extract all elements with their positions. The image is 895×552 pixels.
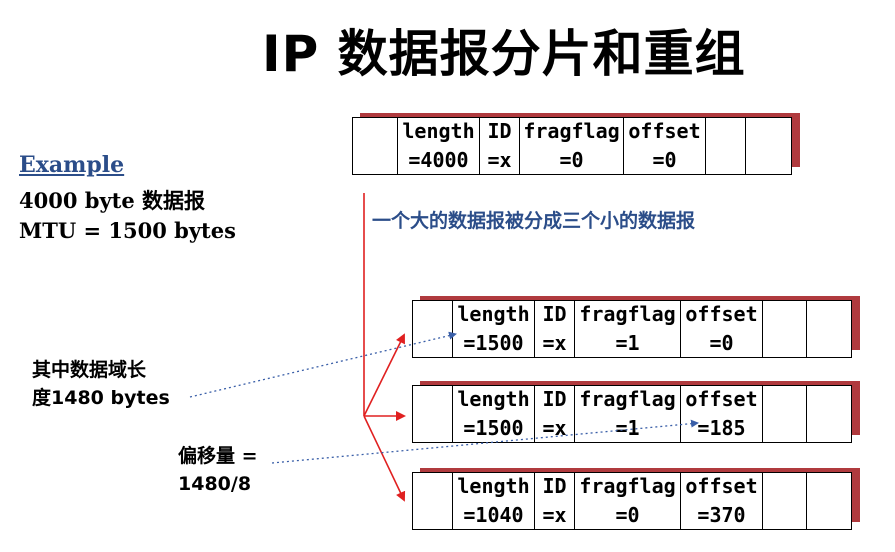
length-field: length =1500: [453, 301, 535, 357]
split-arrow-3: [363, 415, 406, 502]
id-value: =x: [542, 331, 567, 355]
offset-field: offset =370: [681, 473, 763, 529]
fragflag-value: =1: [615, 331, 640, 355]
offset-label: offset: [628, 119, 701, 143]
data-field-pointer: [189, 331, 457, 398]
fragflag-value: =0: [615, 503, 640, 527]
offset-value: =370: [697, 503, 746, 527]
fragmentation-note: 一个大的数据报被分成三个小的数据报: [372, 210, 696, 232]
packet-blank-cell: [413, 473, 453, 529]
packet-blank-cell: [763, 301, 807, 357]
packet-header: length =4000 ID =x fragflag =0 offset =0: [352, 117, 792, 175]
data-field-annotation-line2: 度1480 bytes: [32, 387, 170, 409]
fragflag-label: fragflag: [579, 302, 676, 326]
example-mtu: MTU = 1500 bytes: [19, 218, 236, 243]
data-field-annotation-line1: 其中数据域长: [32, 359, 147, 381]
fragment-packet-2: length =1500 ID =x fragflag =1 offset =1…: [412, 381, 860, 447]
packet-blank-cell: [413, 301, 453, 357]
id-field: ID =x: [480, 118, 520, 174]
offset-value: =185: [697, 416, 746, 440]
fragment-packet-3: length =1040 ID =x fragflag =0 offset =3…: [412, 468, 860, 534]
packet-blank-cell: [763, 473, 807, 529]
length-value: =1500: [463, 331, 524, 355]
fragment-packet-1: length =1500 ID =x fragflag =1 offset =0: [412, 296, 860, 362]
length-value: =1040: [463, 503, 524, 527]
offset-annotation-line1: 偏移量 =: [178, 445, 258, 467]
offset-field: offset =0: [681, 301, 763, 357]
length-field: length =4000: [398, 118, 480, 174]
example-heading: Example: [19, 152, 125, 178]
packet-divider: [745, 117, 746, 175]
packet-header: length =1500 ID =x fragflag =1 offset =0: [412, 300, 852, 358]
length-label: length: [457, 302, 530, 326]
length-value: =4000: [408, 148, 469, 172]
fragflag-value: =0: [559, 148, 584, 172]
length-field: length =1040: [453, 473, 535, 529]
offset-value: =0: [652, 148, 677, 172]
packet-header: length =1500 ID =x fragflag =1 offset =1…: [412, 385, 852, 443]
fragflag-label: fragflag: [523, 119, 620, 143]
data-field-annotation: 其中数据域长 度1480 bytes: [32, 356, 170, 412]
offset-label: offset: [685, 474, 758, 498]
packet-blank-cell: [413, 386, 453, 442]
offset-annotation: 偏移量 = 1480/8: [178, 442, 258, 498]
length-label: length: [457, 474, 530, 498]
fragflag-label: fragflag: [579, 474, 676, 498]
packet-blank-cell: [763, 386, 807, 442]
id-label: ID: [542, 302, 567, 326]
offset-field: offset =0: [624, 118, 706, 174]
split-arrow-1: [363, 333, 405, 417]
fragflag-field: fragflag =0: [575, 473, 681, 529]
length-label: length: [457, 387, 530, 411]
fragflag-field: fragflag =1: [575, 301, 681, 357]
id-field: ID =x: [535, 301, 575, 357]
example-datagram-size: 4000 byte 数据报: [19, 188, 206, 213]
fragflag-field: fragflag =1: [575, 386, 681, 442]
id-field: ID =x: [535, 473, 575, 529]
length-value: =1500: [463, 416, 524, 440]
offset-annotation-line2: 1480/8: [178, 473, 252, 495]
offset-pointer: [271, 419, 699, 464]
offset-label: offset: [685, 302, 758, 326]
id-value: =x: [542, 503, 567, 527]
fragflag-label: fragflag: [579, 387, 676, 411]
id-label: ID: [542, 387, 567, 411]
fragflag-field: fragflag =0: [520, 118, 624, 174]
fragflag-value: =1: [615, 416, 640, 440]
offset-value: =0: [709, 331, 734, 355]
length-field: length =1500: [453, 386, 535, 442]
packet-header: length =1040 ID =x fragflag =0 offset =3…: [412, 472, 852, 530]
offset-field: offset =185: [681, 386, 763, 442]
id-label: ID: [487, 119, 512, 143]
packet-blank-cell: [353, 118, 398, 174]
id-label: ID: [542, 474, 567, 498]
offset-label: offset: [685, 387, 758, 411]
original-packet: length =4000 ID =x fragflag =0 offset =0: [352, 113, 800, 179]
page-title: IP 数据报分片和重组: [262, 25, 746, 83]
length-label: length: [402, 119, 475, 143]
id-value: =x: [487, 148, 512, 172]
